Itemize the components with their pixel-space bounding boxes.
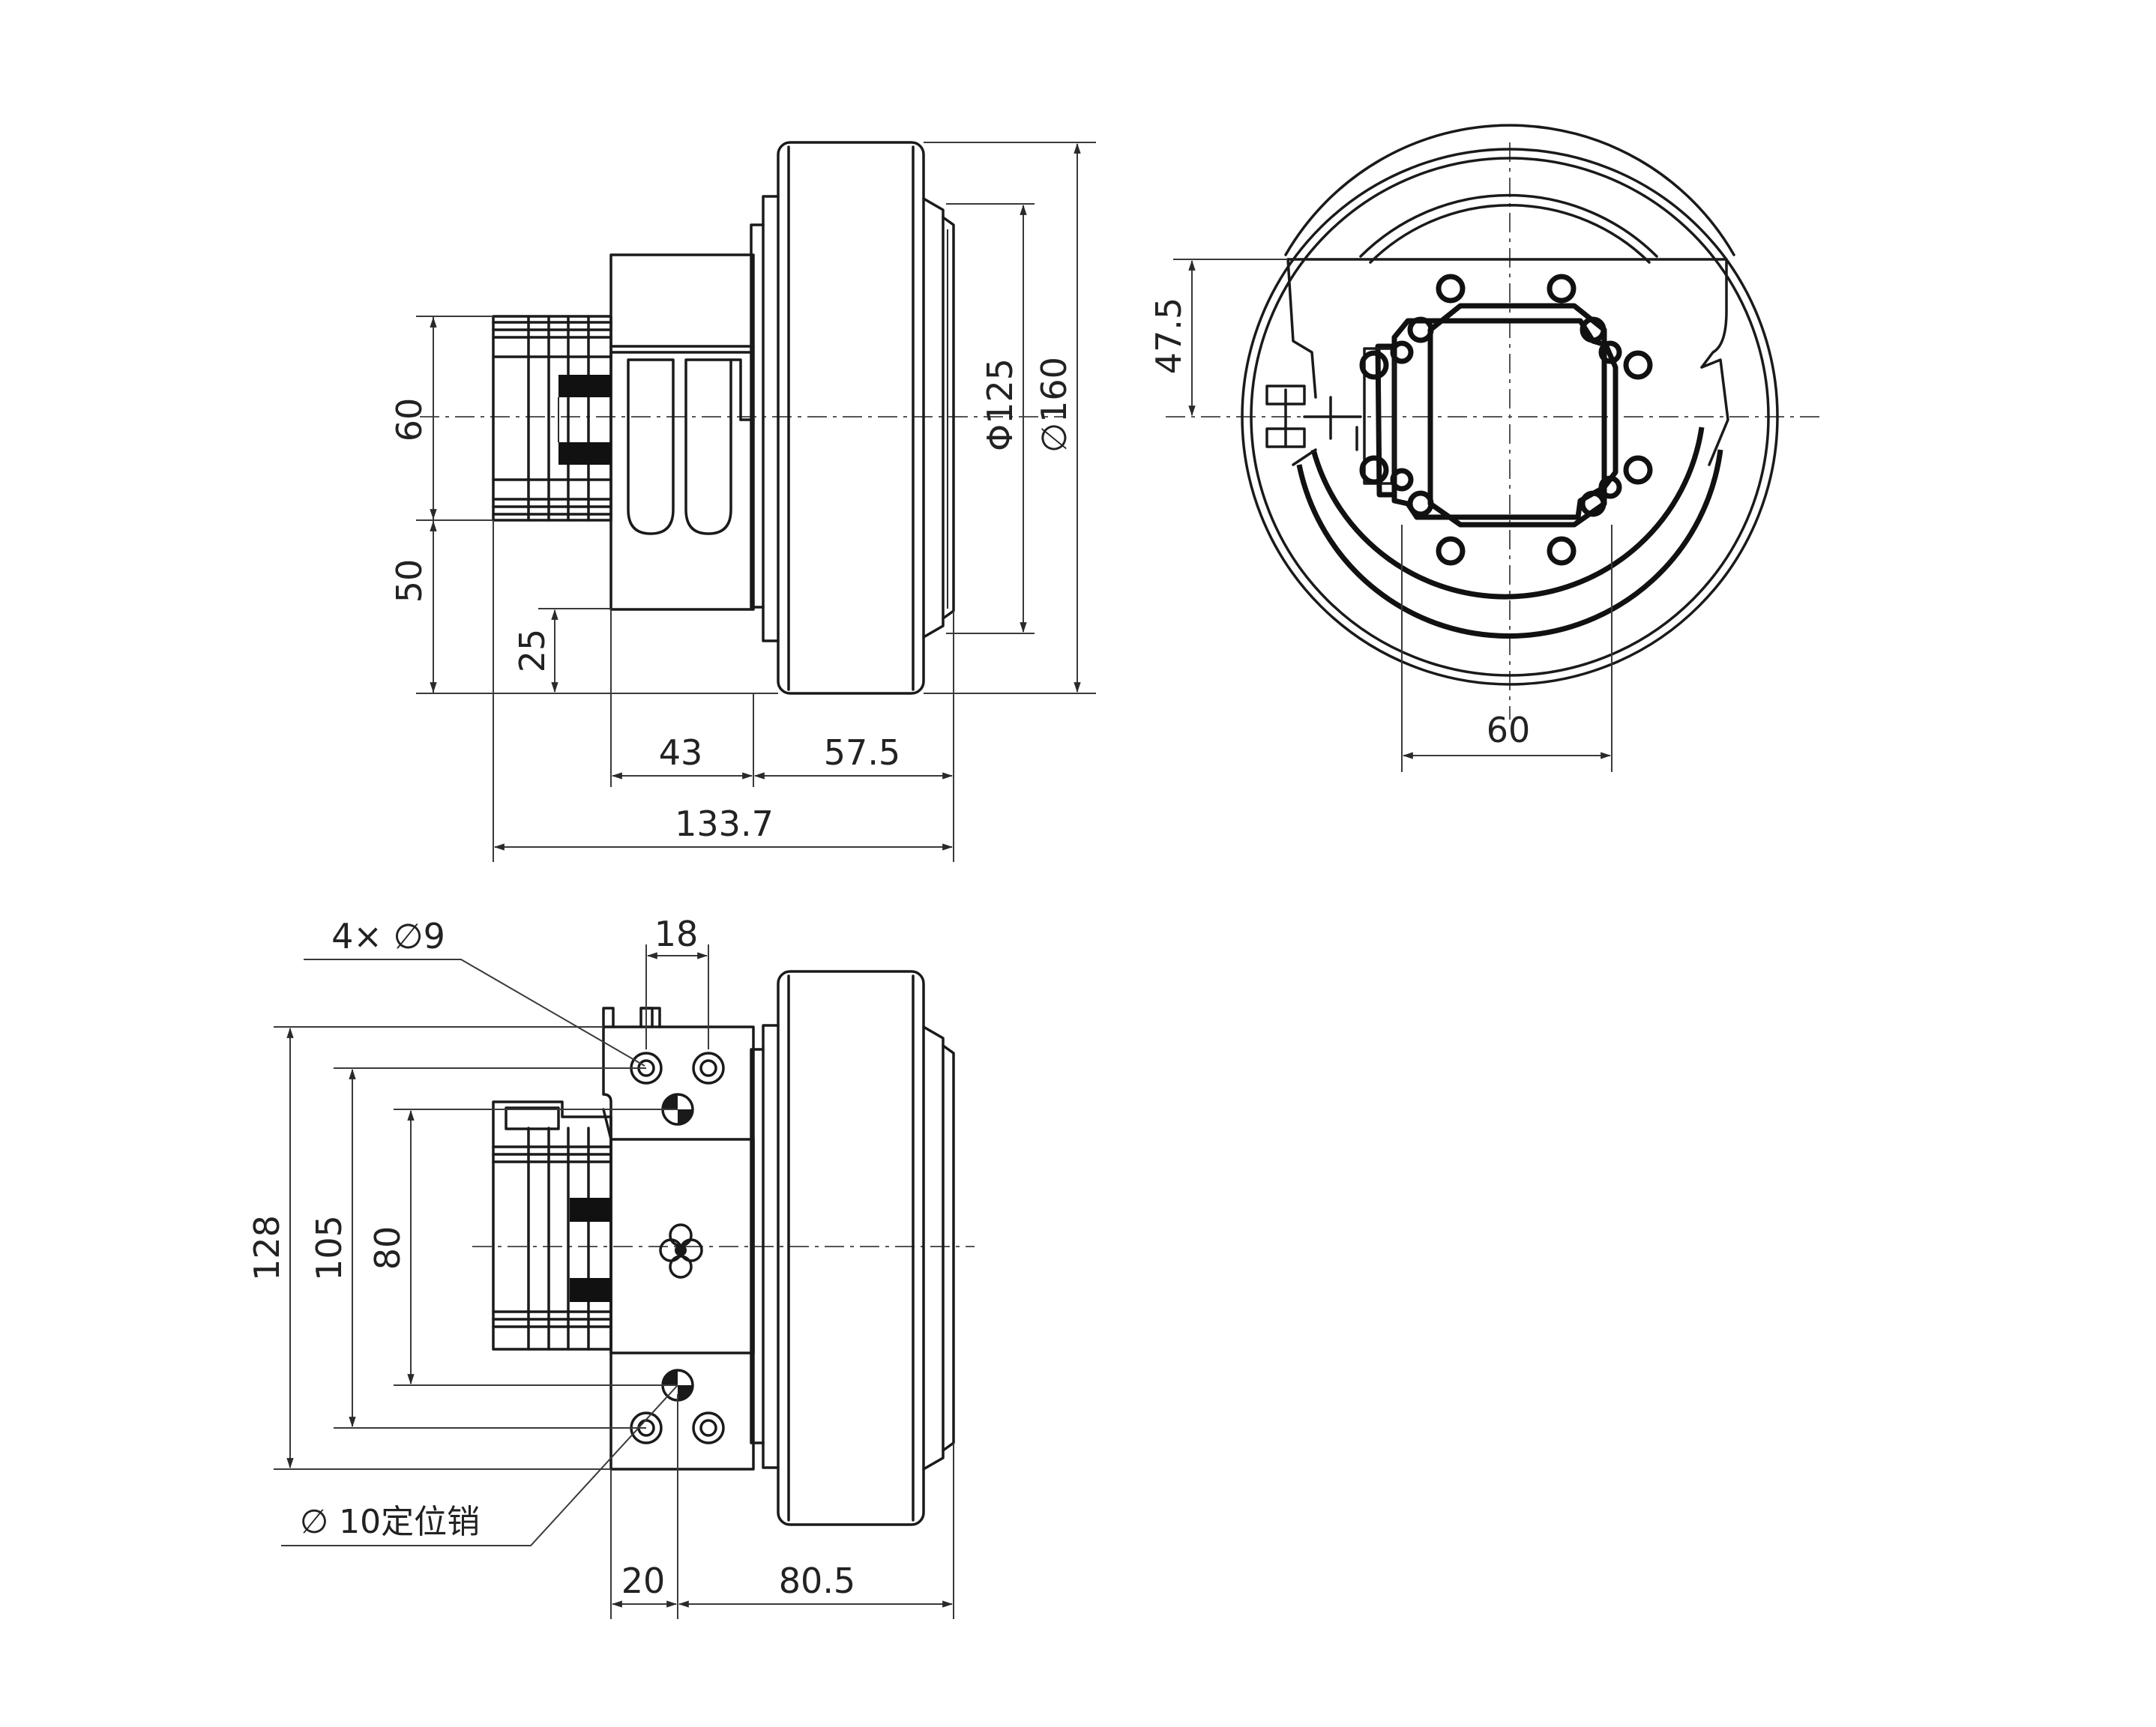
dim-60-front-label: 60 <box>1487 710 1531 750</box>
connector-top <box>492 1100 612 1351</box>
dim-80-label: 80 <box>367 1226 408 1271</box>
motor-capsules <box>627 358 755 535</box>
dim-128-label: 128 <box>247 1215 287 1281</box>
dim-25-label: 25 <box>512 629 552 673</box>
dim-pin-label: ∅ 10定位销 <box>300 1503 480 1541</box>
dim-50-label: 50 <box>389 559 430 603</box>
dim-d125-label: Φ125 <box>980 358 1020 451</box>
top-view-dimensions <box>274 944 954 1619</box>
inner-ring <box>1296 193 1729 639</box>
dim-60-label: 60 <box>389 398 430 442</box>
side-view-dimensions <box>416 142 1096 862</box>
top-view: 4× ∅9 18 128 105 80 ∅ 10定位销 20 80.5 <box>247 914 975 1619</box>
square-plate <box>1363 303 1618 528</box>
mount-top-flat <box>1286 258 1728 369</box>
dim-43-label: 43 <box>659 732 703 773</box>
wheel-outer-circle <box>1241 148 1779 686</box>
dim-20-label: 20 <box>621 1561 666 1601</box>
wheel-top <box>750 970 955 1526</box>
dim-133-7-label: 133.7 <box>675 804 774 844</box>
front-bolt-holes <box>1359 274 1653 566</box>
side-connector <box>1265 385 1362 451</box>
dim-d160-label: ∅160 <box>1034 357 1074 453</box>
dim-80-5-label: 80.5 <box>779 1561 855 1601</box>
dim-47-5-label: 47.5 <box>1148 298 1189 374</box>
connector-side <box>492 315 612 522</box>
dim-4x-d9-label: 4× ∅9 <box>331 916 445 956</box>
wheel-side <box>750 141 955 695</box>
side-view: 60 50 25 43 57.5 133.7 Φ125 ∅160 <box>389 141 1096 862</box>
dim-105-label: 105 <box>309 1215 349 1281</box>
dim-18-label: 18 <box>654 914 699 954</box>
dim-57-5-label: 57.5 <box>824 732 900 773</box>
front-view-dimensions <box>1173 259 1613 772</box>
mount-holes-top <box>630 1052 725 1444</box>
front-view: 47.5 60 <box>1148 124 1822 772</box>
